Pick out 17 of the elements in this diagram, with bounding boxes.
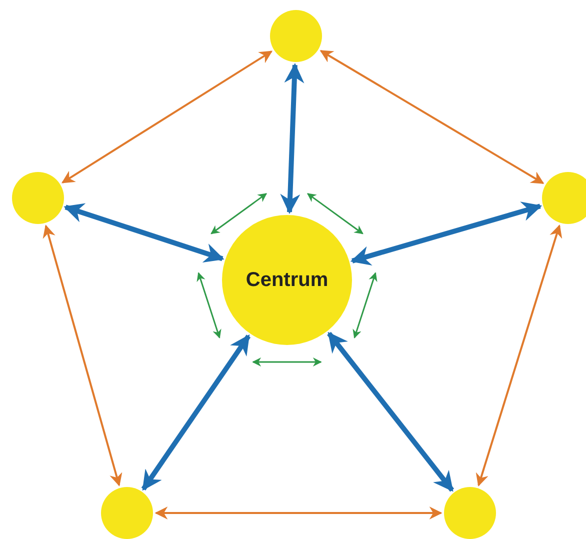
center-label: Centrum [246, 268, 328, 292]
center-circle [222, 215, 352, 345]
circle-node [444, 487, 496, 539]
double-arrow [280, 62, 304, 214]
double-arrow [350, 202, 542, 266]
double-arrow [61, 50, 273, 184]
double-arrow [141, 334, 251, 491]
double-arrow [42, 224, 122, 486]
circle-node [12, 172, 64, 224]
double-arrow [476, 224, 562, 487]
circle-node [542, 172, 586, 224]
circle-node [101, 487, 153, 539]
double-arrow [320, 50, 544, 184]
double-arrow [64, 203, 224, 263]
circle-node [270, 10, 322, 62]
double-arrow [327, 332, 454, 492]
double-arrow [154, 506, 442, 520]
